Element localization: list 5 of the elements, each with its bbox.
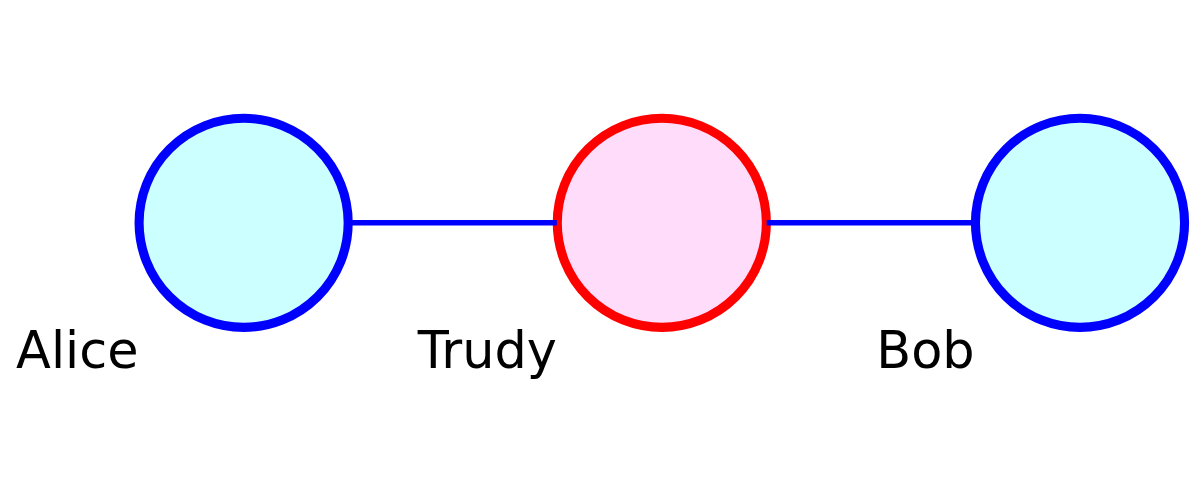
node-circle — [970, 113, 1190, 332]
node-circle — [134, 113, 353, 332]
node-label: Trudy — [417, 320, 557, 380]
node-label: Alice — [16, 320, 139, 380]
node-label: Bob — [876, 320, 975, 380]
